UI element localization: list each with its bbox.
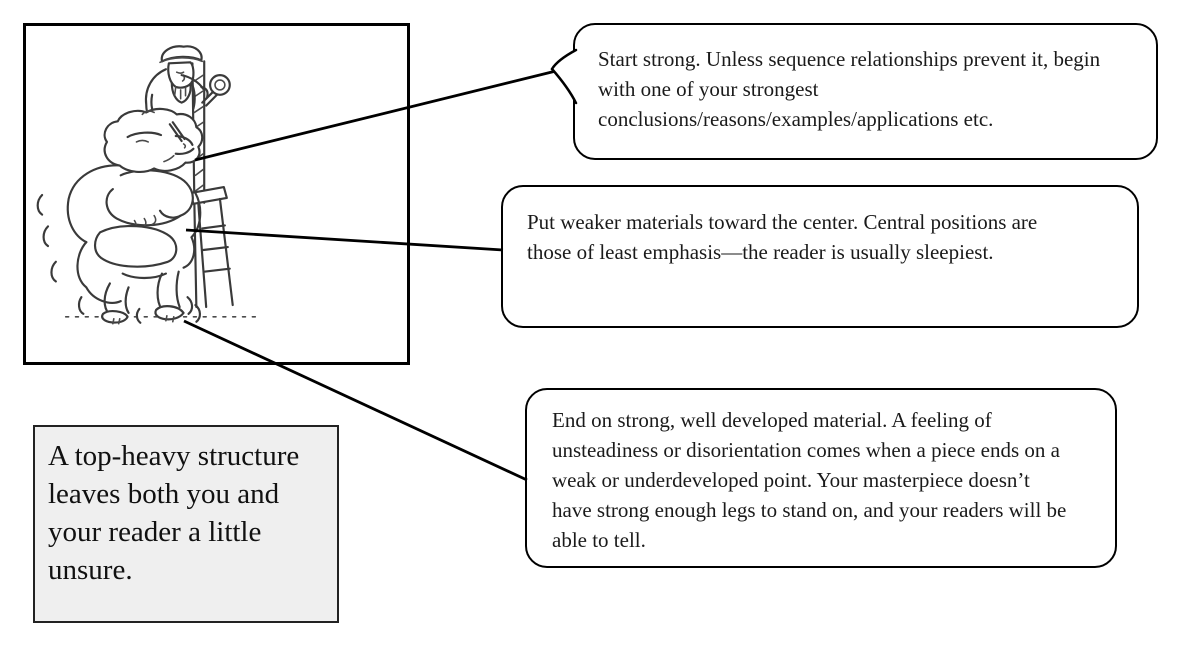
sculptor-beard (170, 81, 192, 104)
callout-text: End on strong, well developed material. … (552, 408, 1067, 552)
sculpture-legs (76, 191, 202, 325)
callout-end-strong: End on strong, well developed material. … (525, 388, 1117, 568)
brow (126, 131, 163, 139)
chisel (168, 121, 186, 143)
callout-start-strong: Start strong. Unless sequence relationsh… (573, 23, 1158, 160)
callout-text: Put weaker materials toward the center. … (527, 210, 1038, 264)
callout-text: Start strong. Unless sequence relationsh… (598, 47, 1101, 131)
callout-weaker-center: Put weaker materials toward the center. … (501, 185, 1139, 328)
top-heavy-sculpture-illustration (36, 45, 260, 325)
illustration-frame (23, 23, 410, 365)
ladder (189, 186, 234, 309)
sculpture-head (103, 107, 204, 174)
mouth (174, 147, 195, 156)
caption-box: A top-heavy structure leaves both you an… (33, 425, 339, 623)
caption-text: A top-heavy structure leaves both you an… (48, 440, 300, 586)
eye (135, 139, 150, 143)
sculpture-torso (66, 164, 194, 268)
sculptor-cap (160, 45, 203, 63)
